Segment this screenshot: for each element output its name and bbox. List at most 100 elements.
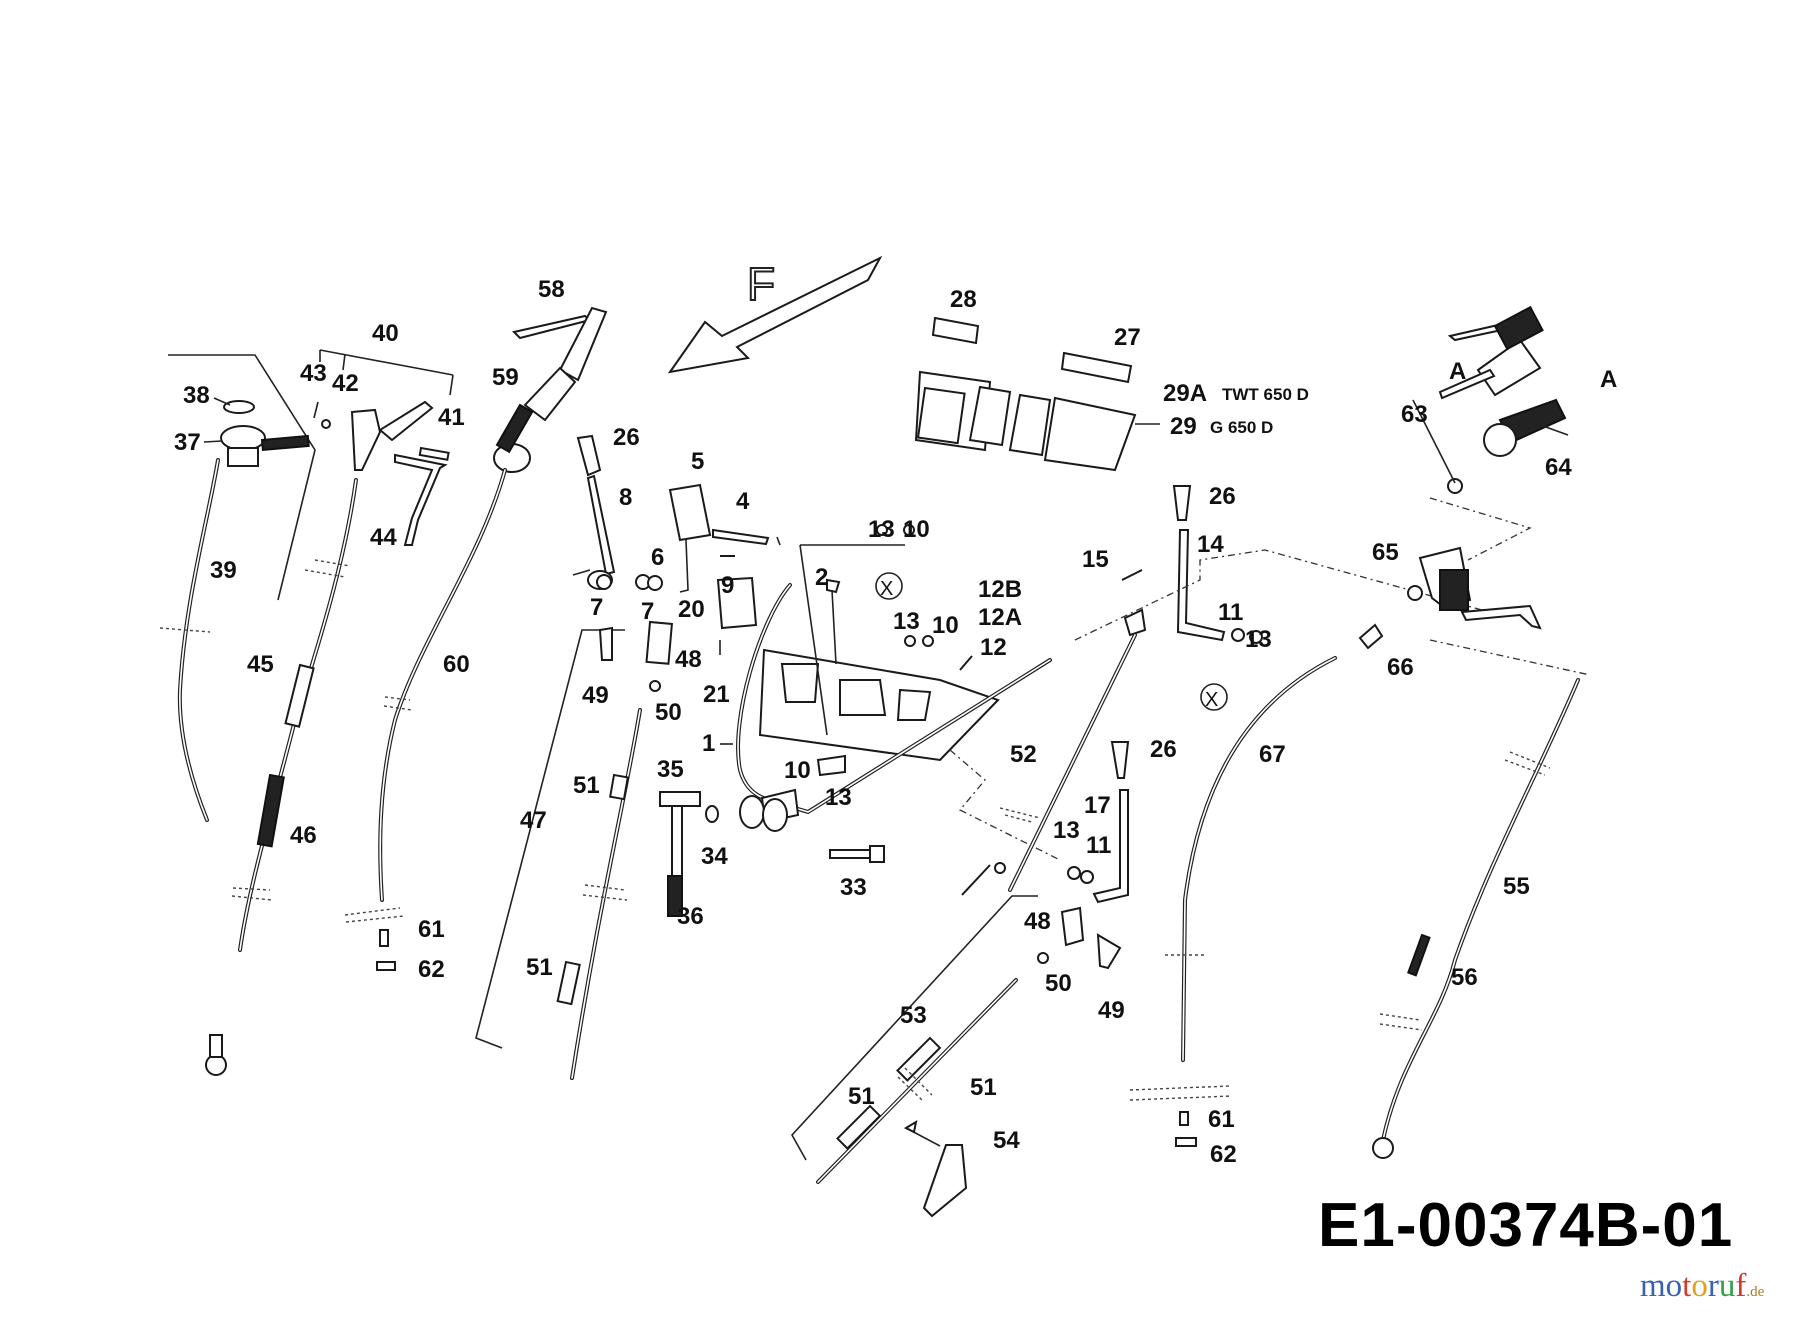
watermark-letter: t — [1682, 1268, 1692, 1304]
svg-text:X: X — [1205, 689, 1218, 711]
label-1: 1 — [702, 730, 715, 757]
label-7b: 7 — [641, 598, 654, 625]
part-28-decal — [931, 316, 980, 345]
label-10c: 10 — [784, 757, 811, 784]
label-35: 35 — [657, 756, 684, 783]
label-52: 52 — [1010, 741, 1037, 768]
svg-text:X: X — [880, 578, 893, 600]
label-59: 59 — [492, 364, 519, 391]
handle-cable-58-60 — [344, 306, 608, 971]
label-55: 55 — [1503, 873, 1530, 900]
label-63: 63 — [1401, 401, 1428, 428]
label-13a: 13 — [868, 516, 895, 543]
detail-x-circle — [875, 572, 903, 600]
label-61b: 61 — [1208, 1106, 1235, 1133]
part-48-clip — [645, 620, 673, 665]
watermark-letter: r — [1707, 1268, 1719, 1304]
label-54: 54 — [993, 1127, 1020, 1154]
label-34: 34 — [701, 843, 728, 870]
watermark-tld: .de — [1746, 1284, 1765, 1300]
label-13c: 13 — [825, 784, 852, 811]
label-8: 8 — [619, 484, 632, 511]
label-12b: 12B — [978, 576, 1022, 603]
watermark-letter: u — [1718, 1268, 1736, 1304]
label-64: 64 — [1545, 454, 1572, 481]
label-60: 60 — [443, 651, 470, 678]
label-27: 27 — [1114, 324, 1141, 351]
label-67: 67 — [1259, 741, 1286, 768]
label-65: 65 — [1372, 539, 1399, 566]
watermark-letter: f — [1735, 1268, 1747, 1304]
label-26b: 26 — [1209, 483, 1236, 510]
label-51c: 51 — [970, 1074, 997, 1101]
part-27-decal — [1060, 351, 1133, 384]
label-13d: 13 — [1245, 626, 1272, 653]
label-2: 2 — [815, 564, 828, 591]
direction-label-f: F — [747, 258, 775, 310]
left-control-assembly — [159, 354, 316, 822]
cable-53-54 — [791, 895, 1038, 1218]
label-12a: 12A — [978, 604, 1022, 631]
label-14: 14 — [1197, 531, 1224, 558]
label-49b: 49 — [1098, 997, 1125, 1024]
lever-17 — [1037, 741, 1130, 970]
cable-47-51 — [475, 620, 673, 1080]
label-29: 29 — [1170, 413, 1197, 440]
label-4: 4 — [736, 488, 750, 515]
watermark-letter: o — [1691, 1268, 1708, 1304]
cable-45-46 — [205, 478, 358, 1076]
label-29a: 29A — [1163, 380, 1207, 407]
label-33: 33 — [840, 874, 867, 901]
model-g-650-d: G 650 D — [1210, 418, 1273, 437]
label-39: 39 — [210, 557, 237, 584]
label-48b: 48 — [1024, 908, 1051, 935]
label-11b: 11 — [1086, 832, 1111, 859]
cable-52 — [961, 608, 1147, 896]
label-46: 46 — [290, 822, 317, 849]
label-26c: 26 — [1150, 736, 1177, 763]
part-20-plate — [716, 576, 758, 630]
control-panel-assembly: X — [659, 524, 1061, 917]
lever-bracket-assembly — [313, 349, 454, 546]
label-9: 9 — [721, 572, 734, 599]
label-5: 5 — [691, 448, 704, 475]
label-41: 41 — [438, 404, 465, 431]
label-11a: 11 — [1218, 599, 1243, 626]
decal-group — [914, 316, 1160, 472]
label-45: 45 — [247, 651, 274, 678]
label-21: 21 — [703, 681, 730, 708]
label-49a: 49 — [582, 682, 609, 709]
label-56: 56 — [1451, 964, 1478, 991]
part-labels: 38 37 39 40 43 42 41 44 45 46 60 61 62 5… — [174, 276, 1617, 1168]
label-44: 44 — [370, 524, 397, 551]
label-38: 38 — [183, 382, 210, 409]
label-51a: 51 — [573, 772, 600, 799]
label-62b: 62 — [1210, 1141, 1237, 1168]
label-26a: 26 — [613, 424, 640, 451]
label-36: 36 — [677, 903, 704, 930]
label-10b: 10 — [932, 612, 959, 639]
watermark-letter: m — [1640, 1268, 1666, 1304]
label-62: 62 — [418, 956, 445, 983]
label-17: 17 — [1084, 792, 1111, 819]
label-43: 43 — [300, 360, 327, 387]
cable-66-67 — [1129, 623, 1384, 1147]
watermark-logo: motoruf.de — [1640, 1268, 1764, 1305]
model-twt-650-d: TWT 650 D — [1222, 385, 1309, 404]
label-a1: A — [1449, 358, 1466, 385]
cable-55-56 — [1372, 678, 1580, 1159]
label-10a: 10 — [903, 516, 930, 543]
part-38-washer — [223, 400, 255, 414]
label-50b: 50 — [1045, 970, 1072, 997]
label-28: 28 — [950, 286, 977, 313]
label-12: 12 — [980, 634, 1007, 661]
label-6: 6 — [651, 544, 664, 571]
label-13e: 13 — [1053, 817, 1080, 844]
label-7a: 7 — [590, 594, 603, 621]
label-58: 58 — [538, 276, 565, 303]
label-15: 15 — [1082, 546, 1109, 573]
shift-lever-14: X — [1074, 485, 1501, 711]
label-47: 47 — [520, 807, 547, 834]
diagram-code: E1-00374B-01 — [1318, 1191, 1734, 1260]
